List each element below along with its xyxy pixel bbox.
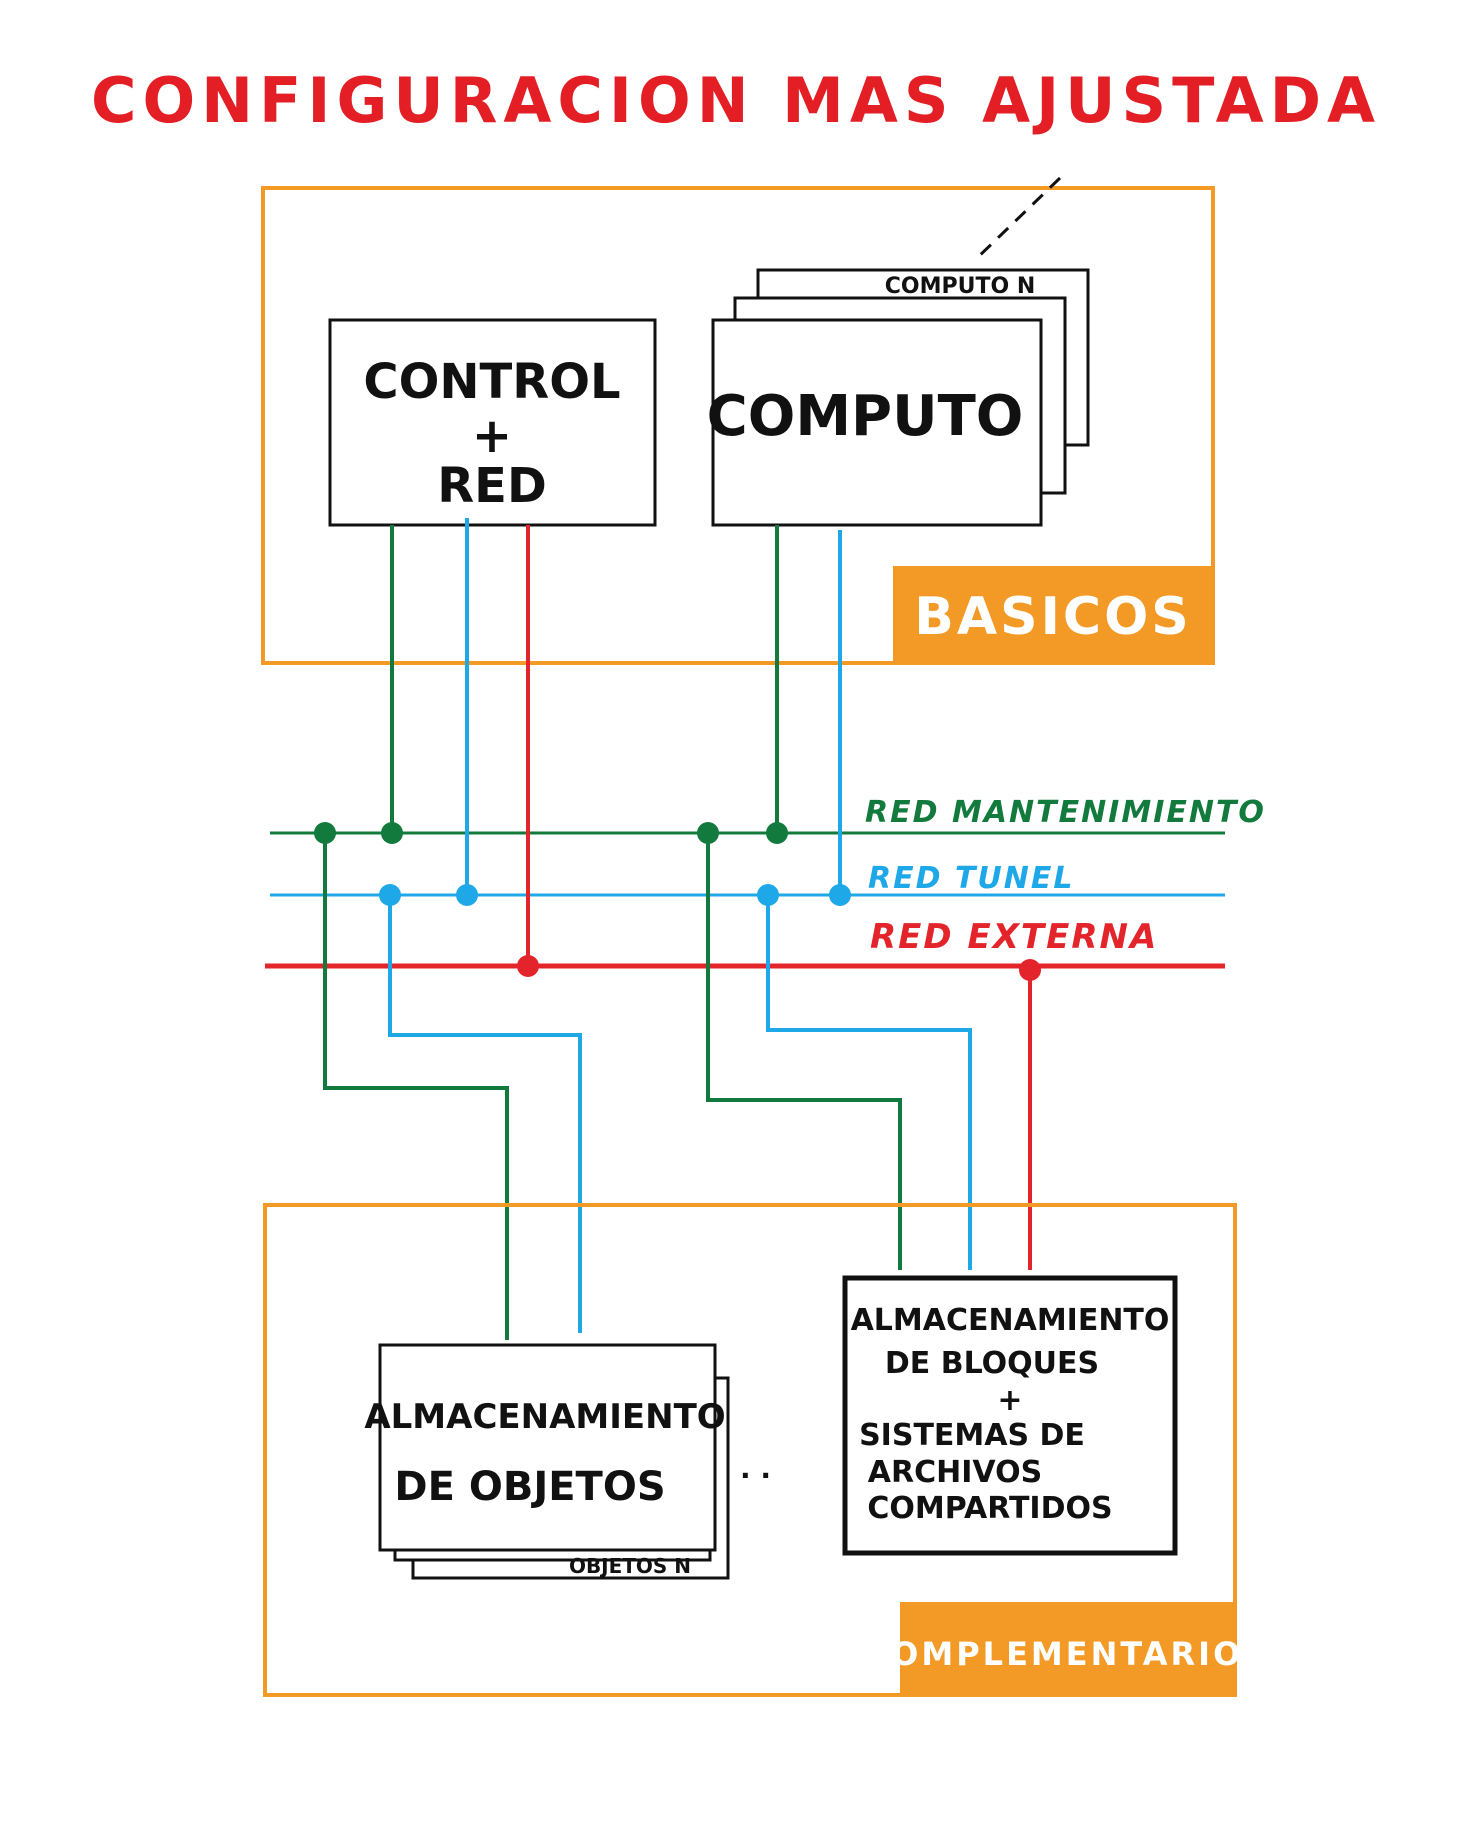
group-basicos-border — [261, 186, 1215, 665]
group-complementarios-label: COMPLEMENTARIOS — [865, 1635, 1270, 1673]
compute-stack-label: COMPUTO N — [885, 274, 1036, 299]
block-storage-line2: DE BLOQUES — [885, 1346, 1099, 1381]
junction-dots — [314, 822, 1041, 981]
junction-dot — [766, 822, 788, 844]
junction-dot — [517, 955, 539, 977]
group-complementarios: COMPLEMENTARIOS — [263, 1203, 1270, 1697]
block-storage-line1: ALMACENAMIENTO — [851, 1303, 1170, 1338]
net-tunnel-label: RED TUNEL — [868, 861, 1074, 896]
junction-dot — [314, 822, 336, 844]
control-node: CONTROL + RED — [328, 318, 657, 527]
block-storage-line3: + — [997, 1383, 1022, 1418]
object-storage-link-maintenance — [323, 833, 509, 1340]
junction-dot — [456, 884, 478, 906]
net-maintenance-label: RED MANTENIMIENTO — [865, 795, 1266, 830]
block-storage-link-tunnel — [766, 895, 972, 1270]
block-storage-node-box — [842, 1275, 1178, 1556]
object-storage-stack-label: OBJETOS N — [569, 1554, 691, 1578]
net-external-label: RED EXTERNA — [870, 917, 1158, 957]
group-complementarios-label-bg — [900, 1602, 1235, 1697]
block-storage-line6: COMPARTIDOS — [867, 1491, 1112, 1526]
control-node-line1: CONTROL — [363, 354, 620, 410]
object-storage-link-tunnel — [388, 895, 582, 1333]
object-storage-line2: DE OBJETOS — [394, 1464, 665, 1510]
block-storage-line5: ARCHIVOS — [868, 1455, 1042, 1490]
block-storage-line4: SISTEMAS DE — [859, 1418, 1085, 1453]
block-storage-node: ALMACENAMIENTO DE BLOQUES + SISTEMAS DE … — [842, 1275, 1178, 1556]
compute-node-label: COMPUTO — [707, 384, 1024, 449]
junction-dot — [757, 884, 779, 906]
block-storage-link-maintenance — [706, 833, 902, 1270]
network-buses — [265, 831, 1225, 969]
junction-dot — [697, 822, 719, 844]
control-node-line3: RED — [437, 458, 547, 514]
object-storage-node-box — [378, 1343, 717, 1552]
compute-links — [775, 525, 842, 895]
group-basicos-label: BASICOS — [914, 587, 1192, 647]
block-storage-links — [706, 833, 1032, 1270]
junction-dot — [1019, 959, 1041, 981]
control-links — [390, 518, 530, 966]
junction-dot — [829, 884, 851, 906]
compute-node-box — [711, 318, 1043, 527]
control-node-box — [328, 318, 657, 527]
group-basicos-label-bg — [893, 566, 1213, 665]
compute-node-stack: COMPUTO N COMPUTO — [707, 268, 1090, 527]
junction-dot — [381, 822, 403, 844]
compute-stack-pointer — [973, 176, 1062, 262]
object-storage-line1: ALMACENAMIENTO — [364, 1397, 725, 1437]
object-storage-links — [323, 833, 582, 1340]
group-basicos: BASICOS — [261, 186, 1215, 665]
junction-dot — [379, 884, 401, 906]
stack-continuation-mark: . . — [740, 1452, 771, 1485]
group-complementarios-border — [263, 1203, 1237, 1697]
diagram-title: CONFIGURACION MAS AJUSTADA — [91, 64, 1381, 137]
object-storage-node-stack: ALMACENAMIENTO DE OBJETOS OBJETOS N — [364, 1343, 730, 1580]
control-node-line2: + — [472, 408, 512, 464]
